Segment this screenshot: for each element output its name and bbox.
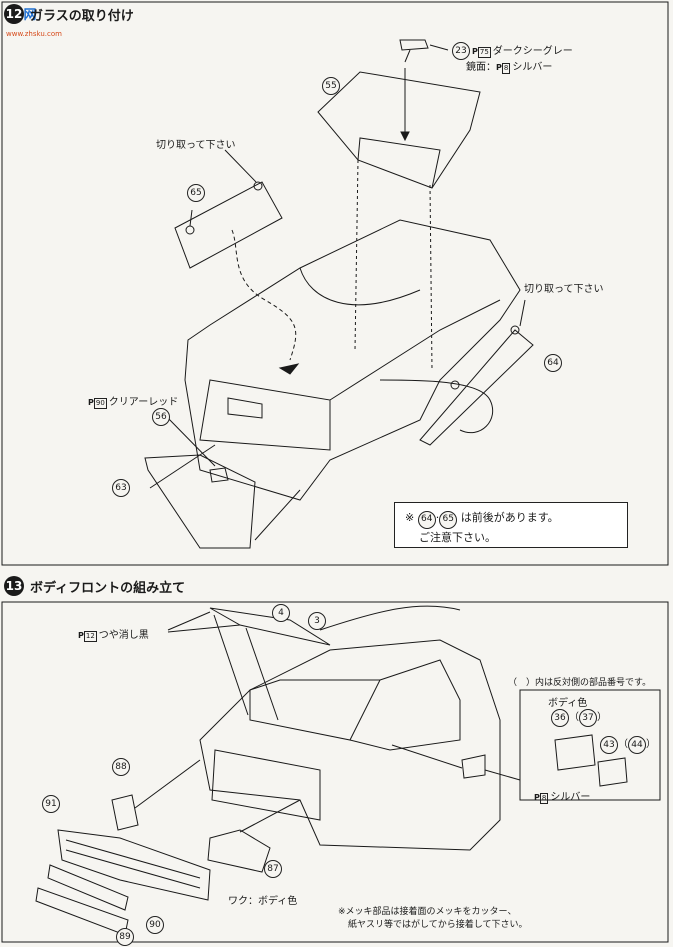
glass-part-65 xyxy=(174,181,283,269)
watermark-url: www.zhsku.com xyxy=(6,30,62,38)
cutoff-note-left: 切り取って下さい xyxy=(156,140,236,151)
mesh-part-90 xyxy=(47,864,129,911)
front-back-note: ※ 64·65 は前後があります。 ご注意下さい。 xyxy=(394,502,628,548)
lamp-part-88 xyxy=(111,794,139,831)
frame-body-color: ワク：ボディ色 xyxy=(228,896,298,907)
part-55-label: 55 xyxy=(322,77,340,95)
part-4-label: 4 xyxy=(272,604,290,622)
step12-title: ガラスの取り付け xyxy=(30,8,134,24)
step13-header: 13 ボディフロントの組み立て xyxy=(4,575,185,597)
part-43-44-label: 43（44） xyxy=(600,735,656,754)
grille-part-91 xyxy=(57,829,211,901)
body-shell xyxy=(184,219,521,501)
step12-header: 12 ガラスの取り付け xyxy=(4,3,134,25)
lamp-part-56 xyxy=(209,467,229,483)
step13-number: 13 xyxy=(4,576,24,596)
mesh-part-89 xyxy=(35,887,129,936)
part-64-label: 64 xyxy=(544,354,562,372)
part-63-label: 63 xyxy=(112,479,130,497)
part-36-37-label: 36（37） xyxy=(551,708,607,727)
part-88-label: 88 xyxy=(112,758,130,776)
console-box xyxy=(317,71,481,189)
part-87-label: 87 xyxy=(264,860,282,878)
part-56-label: 56 xyxy=(152,408,170,426)
step13-frame xyxy=(1,601,669,943)
part-65-label: 65 xyxy=(187,184,205,202)
plating-note: ※メッキ部品は接着面のメッキをカッター、 紙ヤスリ等ではがしてから接着して下さい… xyxy=(338,907,528,930)
part-3-label: 3 xyxy=(308,612,326,630)
mirror-part xyxy=(399,39,429,51)
part-23-label: 23 xyxy=(452,42,470,60)
glass-part-64 xyxy=(419,329,534,446)
lamp-part-87 xyxy=(207,829,271,873)
body-front xyxy=(199,639,501,851)
step12-frame xyxy=(1,1,669,566)
mirror-detail-box xyxy=(519,689,661,801)
step12-number: 12 xyxy=(4,4,24,24)
body-color-label: ボディ色 xyxy=(548,698,588,709)
part-90-label: 90 xyxy=(146,916,164,934)
part-89-label: 89 xyxy=(116,928,134,946)
step13-title: ボディフロントの組み立て xyxy=(30,580,186,596)
opposite-side-note: （ ）内は反対側の部品番号です。 xyxy=(508,678,652,688)
wiper-part xyxy=(209,607,331,646)
cutoff-note-right: 切り取って下さい xyxy=(524,284,604,295)
part-91-label: 91 xyxy=(42,795,60,813)
